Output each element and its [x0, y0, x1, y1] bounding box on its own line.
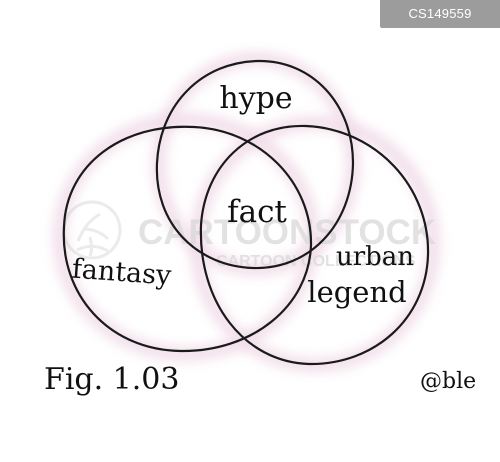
figure-caption: Fig. 1.03	[44, 362, 179, 397]
urban-label-line2: legend	[307, 275, 406, 309]
stock-id-badge: CS149559	[380, 0, 500, 28]
urban-label-line1: urban	[336, 242, 414, 272]
artist-signature: @ble	[420, 369, 476, 394]
fantasy-halo	[53, 113, 319, 361]
fantasy-circle	[62, 125, 313, 353]
fact-label: fact	[227, 194, 287, 230]
watermark-logo	[62, 200, 122, 260]
fantasy-label: fantasy	[71, 254, 173, 292]
hype-label: hype	[219, 81, 292, 116]
watermark-brand: CARTOONSTOCK	[138, 213, 436, 252]
hype-circle	[155, 59, 355, 270]
urban-legend-circle	[199, 124, 430, 366]
watermark-site: CARTOON COLLECTIONS	[216, 253, 416, 270]
